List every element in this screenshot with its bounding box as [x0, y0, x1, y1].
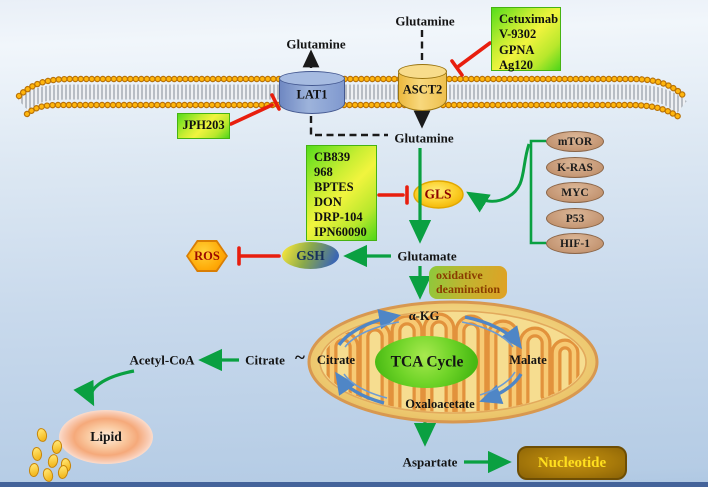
- gls-label: GLS: [424, 186, 452, 202]
- drug-label: V-9302: [499, 27, 537, 42]
- oxidative-deamination-line1: oxidative: [436, 268, 483, 282]
- glutamine-above-asct2-label: Glutamine: [395, 13, 455, 29]
- regulator-label: HIF-1: [559, 237, 591, 250]
- membrane-tails: [17, 84, 687, 114]
- drug-label: CB839: [314, 150, 351, 164]
- oxaloacetate-label: Oxaloacetate: [405, 396, 475, 411]
- figure-bottom-border: [0, 482, 708, 487]
- drug-label: GPNA: [499, 42, 535, 57]
- drug-label: DRP-104: [314, 210, 363, 225]
- lat1-transporter: LAT1: [279, 71, 345, 114]
- gsh-label: GSH: [296, 247, 325, 263]
- acetylcoa-to-lipid-arrow: [73, 369, 135, 407]
- gsh-ellipse: GSH: [282, 242, 339, 269]
- tca-cycle-ellipse: [375, 336, 478, 388]
- drug-label: IPN60090: [314, 225, 367, 240]
- asct2-transporter: ASCT2: [398, 64, 447, 111]
- asct2-inhibitors-box: Cetuximab V-9302 GPNA Ag120: [491, 7, 561, 73]
- acetyl-coa-label: Acetyl-CoA: [129, 352, 195, 368]
- regulator-p53: P53: [546, 208, 604, 229]
- plasma-membrane: [15, 75, 689, 121]
- citrate-inner-label: Citrate: [316, 352, 356, 367]
- inhibition-drugs-gls: [377, 185, 409, 205]
- asct2-top: [398, 64, 447, 79]
- malate-label: Malate: [509, 352, 547, 367]
- drug-label: BPTES: [314, 180, 354, 195]
- regulator-hif1: HIF-1: [546, 233, 604, 254]
- lat1-label: LAT1: [296, 86, 328, 101]
- regulator-myc: MYC: [546, 182, 604, 203]
- glutamine-cytosol-label: Glutamine: [394, 130, 454, 146]
- drug-label: Cetuximab: [499, 12, 559, 26]
- alpha-kg-label: α-KG: [408, 308, 440, 323]
- oxidative-deamination-line2: deamination: [436, 281, 501, 296]
- jph203-inhibitor-box: JPH203: [177, 113, 230, 139]
- drug-label: DON: [314, 195, 342, 210]
- lipid-ellipse: Lipid: [59, 410, 153, 464]
- regulator-bracket: [529, 139, 546, 245]
- lat1-top: [279, 71, 345, 86]
- glutamine-above-lat1-label: Glutamine: [286, 36, 346, 52]
- nucleotide-box: Nucleotide: [517, 446, 627, 480]
- aspartate-label: Aspartate: [402, 454, 458, 470]
- regulator-mtor: mTOR: [546, 131, 604, 152]
- regulator-label: K-RAS: [557, 161, 593, 174]
- citrate-outer-label: Citrate: [245, 352, 285, 368]
- lat1-exchange-line: [309, 116, 388, 137]
- inhibition-drugs-asct2: [450, 41, 492, 77]
- tca-cycle-ring: [335, 309, 523, 405]
- asct2-label: ASCT2: [402, 81, 443, 96]
- oxidative-deamination-box: oxidative deamination: [429, 266, 507, 299]
- drug-label: 968: [314, 165, 333, 180]
- regulators-to-gls-arrow: [466, 143, 531, 213]
- regulator-label: MYC: [561, 186, 589, 199]
- gls-inhibitors-box: CB839 968 BPTES DON DRP-104 IPN60090: [306, 145, 377, 241]
- tca-cycle-label: TCA Cycle: [390, 353, 464, 371]
- regulator-label: mTOR: [557, 135, 593, 148]
- ros-label: ROS: [194, 248, 220, 263]
- glutamate-label: Glutamate: [397, 248, 457, 264]
- regulator-kras: K-RAS: [546, 157, 604, 178]
- nucleotide-label: Nucleotide: [537, 454, 607, 471]
- inhibition-jph203-lat1: [229, 93, 281, 126]
- jph203-label: JPH203: [182, 118, 225, 133]
- lipid-label: Lipid: [90, 429, 122, 444]
- regulator-label: P53: [565, 212, 585, 225]
- gls-enzyme-ellipse: [413, 180, 464, 209]
- drug-label: Ag120: [499, 58, 534, 73]
- citrate-bond-squiggle: ~: [295, 347, 305, 369]
- inhibition-gsh-ros: [237, 246, 281, 266]
